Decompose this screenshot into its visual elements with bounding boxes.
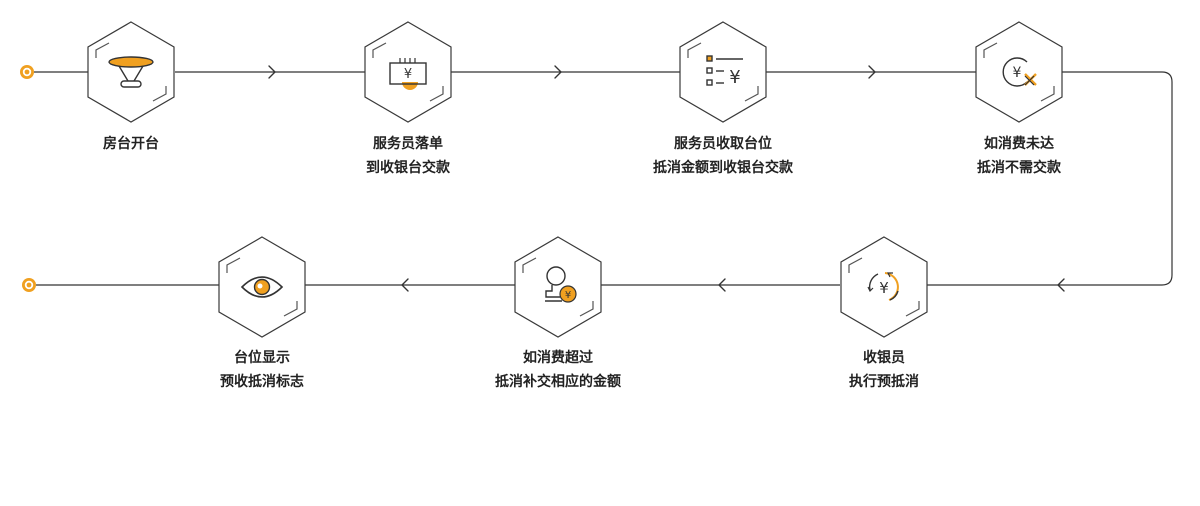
arrow-right-icon	[554, 65, 562, 79]
start-node-icon	[20, 65, 34, 79]
yen-list-icon: ¥	[706, 55, 743, 88]
svg-text:¥: ¥	[729, 67, 740, 88]
yen-cancel-icon: ¥	[1002, 57, 1037, 87]
step-2-node: ¥	[364, 21, 452, 123]
svg-text:¥: ¥	[879, 279, 889, 297]
step-2-label: 服务员落单 到收银台交款	[366, 136, 450, 176]
step-7-label: 台位显示 预收抵消标志	[220, 350, 304, 390]
svg-text:¥: ¥	[565, 290, 571, 301]
arrow-left-icon	[401, 278, 409, 292]
svg-text:¥: ¥	[404, 67, 412, 82]
arrow-left-icon	[1057, 278, 1065, 292]
person-yen-icon: ¥	[545, 266, 577, 303]
step-5-node: ¥	[840, 236, 928, 338]
arrow-right-icon	[268, 65, 276, 79]
receipt-yen-icon: ¥	[389, 58, 427, 90]
end-node-icon	[22, 278, 36, 292]
step-6-node: ¥	[514, 236, 602, 338]
step-4-label: 如消费未达 抵消不需交款	[977, 136, 1061, 176]
eye-icon	[240, 276, 284, 298]
step-3-label: 服务员收取台位 抵消金额到收银台交款	[653, 136, 793, 176]
step-5-label: 收银员 执行预抵消	[849, 350, 919, 390]
step-6-label: 如消费超过 抵消补交相应的金额	[495, 350, 621, 390]
arrow-icons	[268, 65, 1065, 292]
connector-lines	[34, 71, 1173, 286]
arrow-left-icon	[718, 278, 726, 292]
yen-refresh-icon: ¥	[867, 272, 899, 301]
step-7-node	[218, 236, 306, 338]
step-1-label: 房台开台	[103, 136, 159, 152]
step-4-node: ¥	[975, 21, 1063, 123]
table-icon	[108, 56, 154, 88]
arrow-right-icon	[868, 65, 876, 79]
svg-text:¥: ¥	[1013, 65, 1022, 81]
step-3-node: ¥	[679, 21, 767, 123]
step-1-node	[87, 21, 175, 123]
